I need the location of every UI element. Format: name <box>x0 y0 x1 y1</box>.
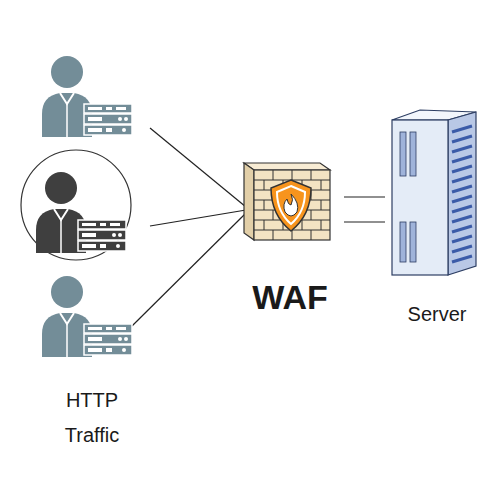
highlight-circle <box>21 150 131 260</box>
shield-rim <box>277 186 305 224</box>
server-front <box>392 120 448 275</box>
user-icon <box>42 56 132 137</box>
brick-joints <box>254 170 330 240</box>
wall-side <box>244 163 254 240</box>
wall-top <box>244 163 330 170</box>
traffic-line <box>150 128 246 207</box>
traffic-line <box>150 210 246 226</box>
caption-label: HTTP Traffic <box>42 383 142 453</box>
firewall-icon <box>244 163 330 240</box>
node-label: Server <box>408 301 467 327</box>
server-stripes <box>452 126 472 262</box>
node-box: Server <box>385 105 489 327</box>
shield <box>271 180 311 231</box>
wall-front <box>254 170 330 240</box>
node-box: WAF <box>236 155 344 317</box>
node-label: WAF <box>252 277 328 317</box>
connector-line <box>344 196 385 197</box>
server-icon <box>392 110 476 275</box>
user-icon <box>36 172 126 253</box>
server-vents <box>400 132 416 262</box>
server-side <box>448 112 476 275</box>
user-lines <box>132 128 246 326</box>
traffic-line <box>132 213 246 326</box>
connector-line <box>344 221 385 222</box>
user-icon <box>42 276 132 357</box>
flame <box>284 194 298 216</box>
